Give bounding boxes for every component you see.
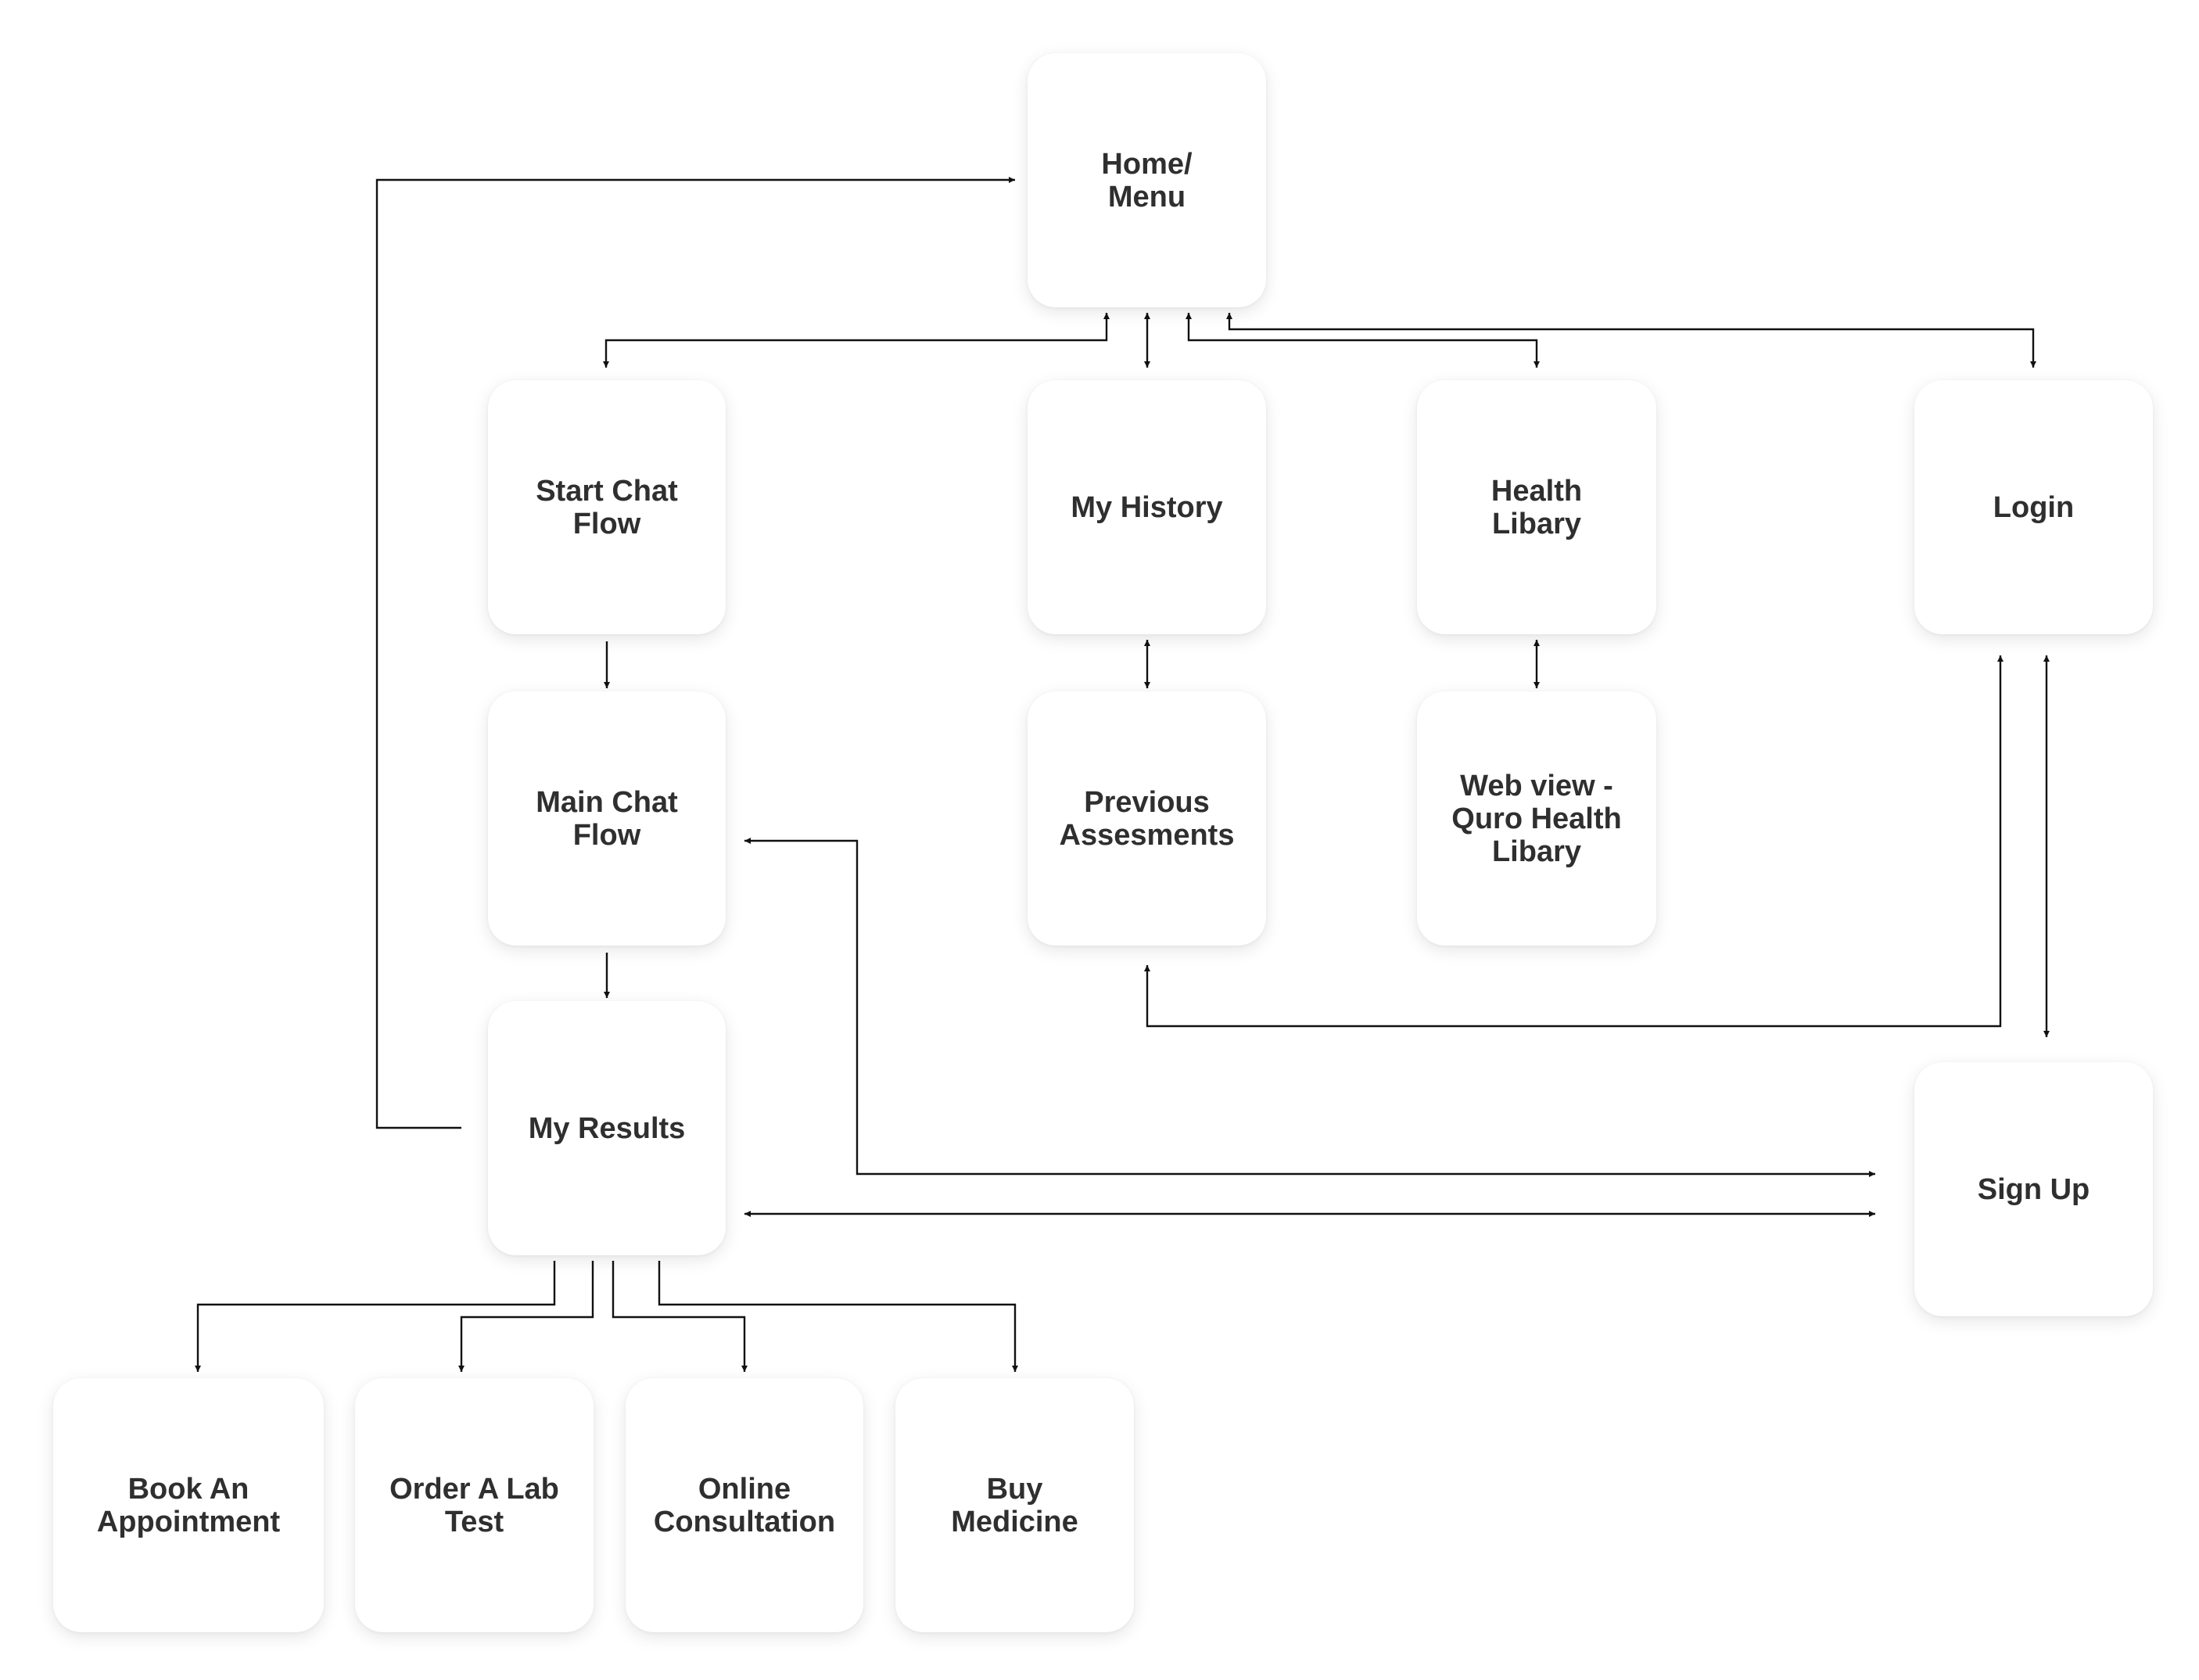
edge-login-previous — [1144, 655, 2003, 1028]
edge-results-lab — [458, 1261, 594, 1372]
node-label: My History — [1071, 490, 1223, 524]
node-label: Main Chat Flow — [536, 785, 678, 852]
node-label: Start Chat Flow — [536, 474, 678, 540]
node-label: Health Libary — [1491, 474, 1583, 540]
node-my-results[interactable]: My Results — [488, 1001, 726, 1255]
edge-main-chat-sign-up — [744, 838, 1875, 1177]
node-login[interactable]: Login — [1914, 380, 2153, 634]
node-label: Order A Lab Test — [389, 1472, 559, 1538]
edge-home-health-libary — [1186, 313, 1540, 368]
node-label: My Results — [528, 1111, 686, 1145]
node-label: Previous Assesments — [1059, 785, 1235, 852]
node-label: Book An Appointment — [96, 1472, 281, 1538]
node-previous-assesments[interactable]: Previous Assesments — [1028, 691, 1266, 946]
node-start-chat-flow[interactable]: Start Chat Flow — [488, 380, 726, 634]
edge-results-book — [195, 1261, 556, 1372]
edge-results-consult — [612, 1261, 748, 1372]
node-my-history[interactable]: My History — [1028, 380, 1266, 634]
node-home-menu[interactable]: Home/ Menu — [1028, 53, 1266, 307]
node-sign-up[interactable]: Sign Up — [1914, 1062, 2153, 1316]
node-label: Buy Medicine — [951, 1472, 1078, 1538]
node-buy-medicine[interactable]: Buy Medicine — [895, 1378, 1134, 1632]
node-label: Web view - Quro Health Libary — [1451, 769, 1622, 868]
edge-home-login — [1226, 313, 2036, 368]
edge-results-to-home — [375, 177, 1015, 1129]
node-label: Sign Up — [1977, 1172, 2090, 1206]
node-book-appointment[interactable]: Book An Appointment — [53, 1378, 324, 1632]
edge-results-medicine — [658, 1261, 1018, 1372]
node-health-libary[interactable]: Health Libary — [1417, 380, 1656, 634]
node-label: Online Consultation — [653, 1472, 836, 1538]
edge-home-start-chat — [603, 313, 1110, 368]
node-label: Login — [1993, 490, 2075, 524]
node-order-lab-test[interactable]: Order A Lab Test — [355, 1378, 594, 1632]
node-web-view-libary[interactable]: Web view - Quro Health Libary — [1417, 691, 1656, 946]
node-main-chat-flow[interactable]: Main Chat Flow — [488, 691, 726, 946]
node-online-consultation[interactable]: Online Consultation — [626, 1378, 863, 1632]
node-label: Home/ Menu — [1101, 147, 1193, 214]
